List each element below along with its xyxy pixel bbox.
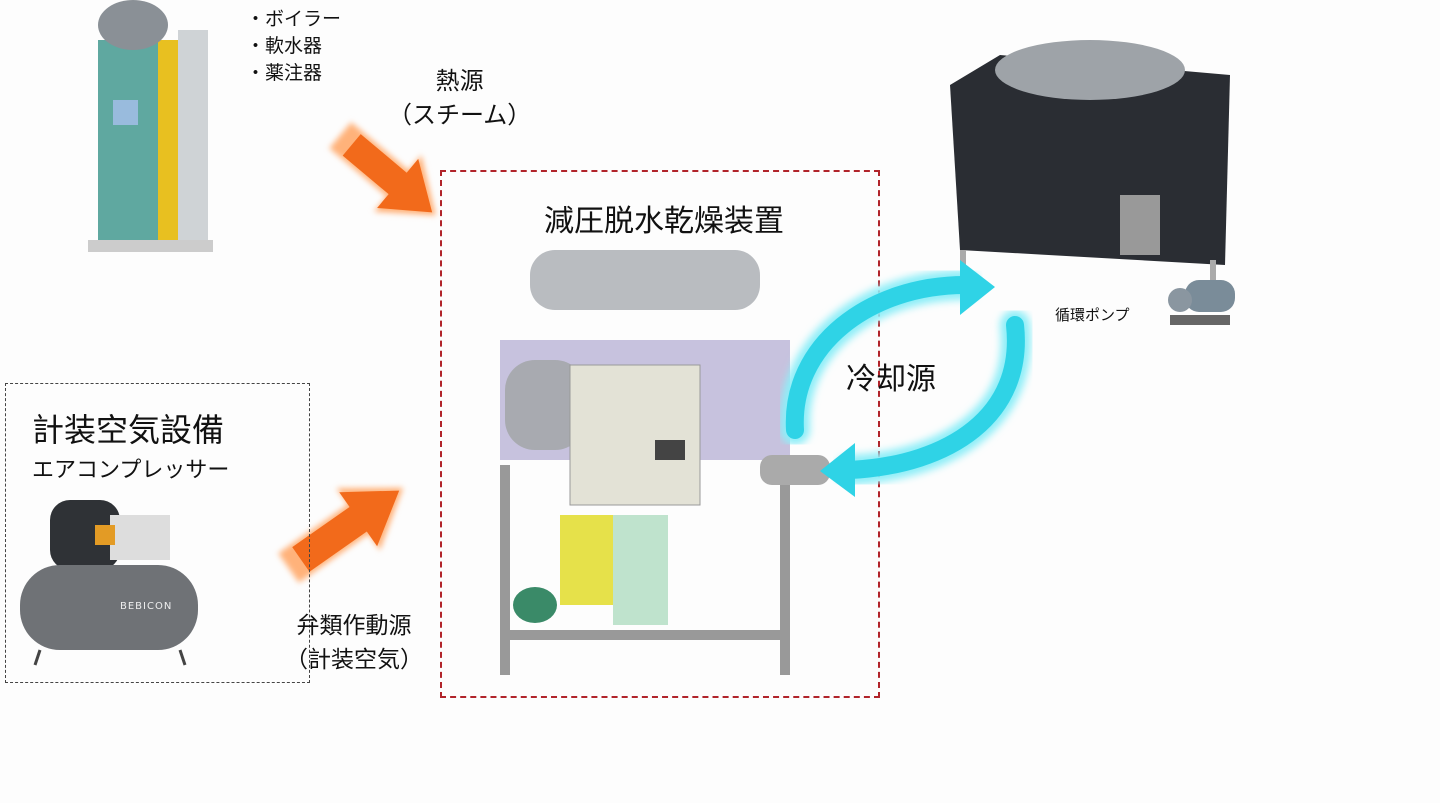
instrument-air-boundary: [5, 383, 310, 683]
valve-actuation-label: 弁類作動源 （計装空気）: [285, 609, 423, 677]
heat-arrow-icon: [329, 122, 436, 216]
device-title: 減圧脱水乾燥装置: [544, 204, 784, 239]
air-compressor-image: [20, 500, 198, 666]
compressor-label: エアコンプレッサー: [32, 458, 230, 483]
heat-source-label: 熱源 （スチーム）: [388, 64, 531, 132]
instrument-air-title: 計装空気設備: [32, 411, 225, 449]
heat-source-line2: （スチーム）: [388, 101, 532, 129]
boiler-image: [88, 0, 213, 252]
dehydration-dryer-image: [500, 250, 830, 675]
bullet-item: ・軟水器: [246, 35, 323, 57]
compressor-logo: BEBICON: [120, 601, 173, 612]
cooling-cycle-icon: [780, 260, 1031, 497]
heat-source-line1: 熱源: [435, 67, 484, 95]
circulation-pump-image: [1168, 280, 1235, 325]
pump-label: 循環ポンプ: [1055, 306, 1130, 324]
valve-line2: （計装空気）: [285, 647, 423, 673]
cooling-source-label: 冷却源: [846, 362, 936, 397]
device-boundary: [440, 170, 880, 698]
bullet-item: ・薬注器: [246, 62, 323, 84]
boiler-components-list: ・ボイラー ・軟水器 ・薬注器: [246, 6, 341, 87]
bullet-item: ・ボイラー: [246, 8, 342, 30]
valve-line1: 弁類作動源: [296, 613, 412, 639]
